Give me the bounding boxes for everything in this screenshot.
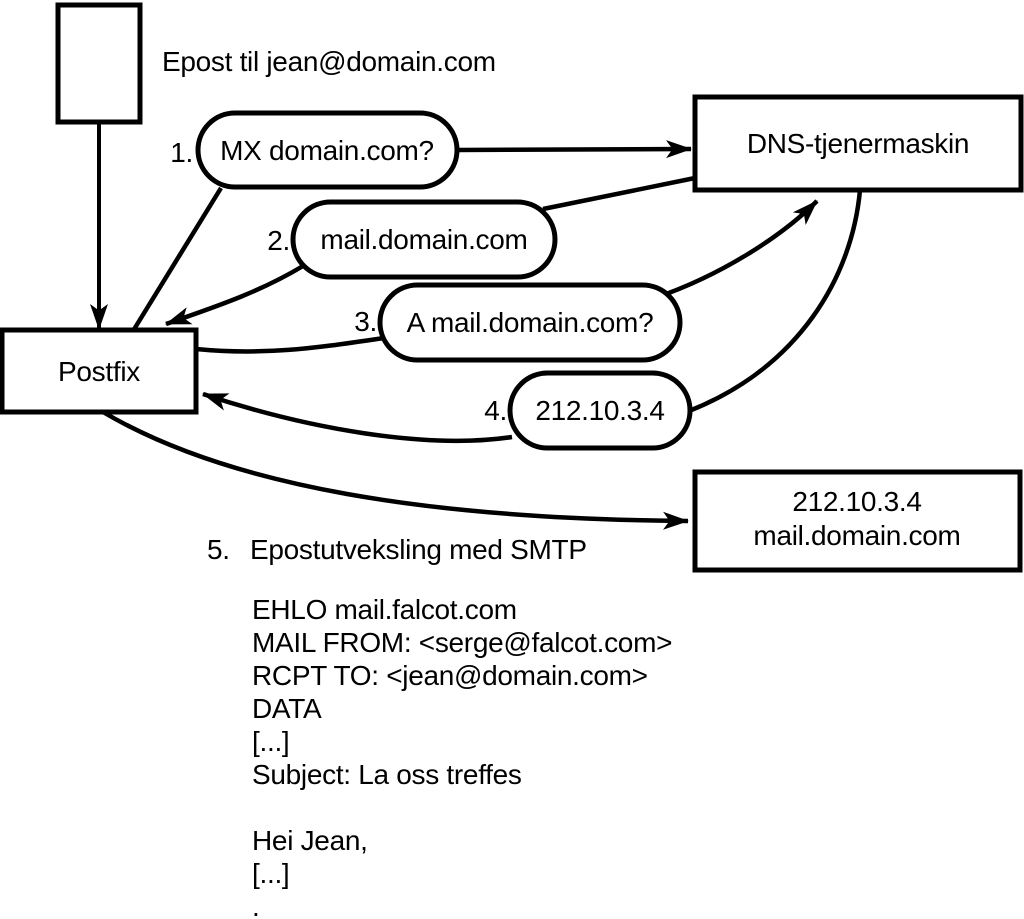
smtp-line-rcpt-to: RCPT TO: <jean@domain.com> xyxy=(252,660,648,691)
pill-reply-a xyxy=(507,370,693,451)
smtp-line-end-dot: . xyxy=(252,891,259,919)
step-3-label: A mail.domain.com? xyxy=(407,307,654,338)
mailserver-ip-label: 212.10.3.4 xyxy=(792,486,921,517)
smtp-session-block: EHLO mail.falcot.com MAIL FROM: <serge@f… xyxy=(252,594,672,919)
arrow-query1-to-dns xyxy=(456,140,692,159)
step-3-number: 3. xyxy=(354,306,377,337)
arrow-reply2-to-postfix xyxy=(165,264,305,327)
line-dns-to-reply4 xyxy=(688,189,863,414)
smtp-line-subject: Subject: La oss treffes xyxy=(252,759,522,790)
arrow-reply4-to-postfix xyxy=(202,391,513,443)
arrow-smtp-to-mailserver xyxy=(101,410,689,530)
pill-reply-mx xyxy=(290,199,558,280)
step-4-label: 212.10.3.4 xyxy=(535,395,664,426)
arrow-query3-to-dns xyxy=(654,199,819,301)
smtp-line-ellipsis-1: [...] xyxy=(252,726,289,757)
message-box xyxy=(55,2,143,125)
line-dns-to-reply2 xyxy=(542,175,696,212)
step-1-label: MX domain.com? xyxy=(220,135,434,166)
dns-server-label: DNS-tjenermaskin xyxy=(747,128,969,159)
mailserver-host-label: mail.domain.com xyxy=(753,520,960,551)
pill-query-a xyxy=(377,282,683,363)
step-5-number: 5. xyxy=(207,534,230,565)
step-2-label: mail.domain.com xyxy=(320,224,527,255)
postfix-label: Postfix xyxy=(58,356,140,387)
step-2-number: 2. xyxy=(267,225,290,256)
smtp-line-data: DATA xyxy=(252,693,322,724)
dns-server-box xyxy=(692,94,1024,193)
smtp-line-mail-from: MAIL FROM: <serge@falcot.com> xyxy=(252,627,672,658)
step-1-number: 1. xyxy=(170,137,193,168)
smtp-line-greeting: Hei Jean, xyxy=(252,825,368,856)
smtp-line-ellipsis-2: [...] xyxy=(252,858,289,889)
pill-query-mx xyxy=(195,110,460,190)
line-postfix-to-query3 xyxy=(195,335,385,354)
diagram-title: Epost til jean@domain.com xyxy=(162,46,496,77)
step-4-number: 4. xyxy=(484,395,507,426)
step-5-label: Epostutveksling med SMTP xyxy=(250,534,587,565)
postfix-box xyxy=(0,327,199,415)
smtp-line-ehlo: EHLO mail.falcot.com xyxy=(252,594,517,625)
line-postfix-to-query1 xyxy=(131,186,223,333)
mailserver-box xyxy=(692,469,1023,573)
